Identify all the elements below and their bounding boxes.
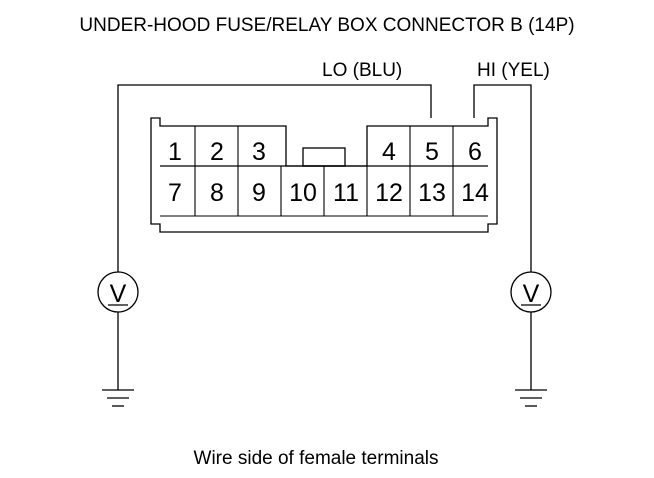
pin-9: 9 — [252, 179, 266, 207]
pin-1: 1 — [168, 138, 182, 166]
diagram-title: UNDER-HOOD FUSE/RELAY BOX CONNECTOR B (1… — [79, 15, 574, 36]
pin-8: 8 — [210, 179, 224, 207]
right-voltmeter-symbol: V — [523, 280, 540, 308]
pin-7: 7 — [168, 179, 182, 207]
diagram-caption: Wire side of female terminals — [194, 448, 439, 469]
pin-11: 11 — [333, 179, 359, 207]
pin-13: 13 — [418, 179, 446, 207]
left-ground-icon — [102, 389, 134, 407]
hi-wire — [473, 84, 532, 272]
pin-14: 14 — [461, 179, 489, 207]
right-ground-icon — [515, 389, 547, 407]
pin-4: 4 — [382, 138, 396, 166]
lo-wire — [117, 84, 432, 272]
pin-3: 3 — [252, 138, 266, 166]
pin-5: 5 — [425, 138, 439, 166]
connector-lock-tab — [302, 147, 346, 167]
pin-12: 12 — [375, 179, 403, 207]
pin-2: 2 — [210, 138, 224, 166]
hi-wire-label: HI (YEL) — [477, 60, 550, 81]
connector-housing — [150, 117, 498, 233]
left-voltmeter-symbol: V — [110, 280, 127, 308]
lo-wire-label: LO (BLU) — [322, 60, 402, 81]
right-voltmeter-icon: V — [510, 271, 552, 313]
left-voltmeter-icon: V — [97, 271, 139, 313]
pin-10: 10 — [289, 179, 317, 207]
pin-6: 6 — [468, 138, 482, 166]
